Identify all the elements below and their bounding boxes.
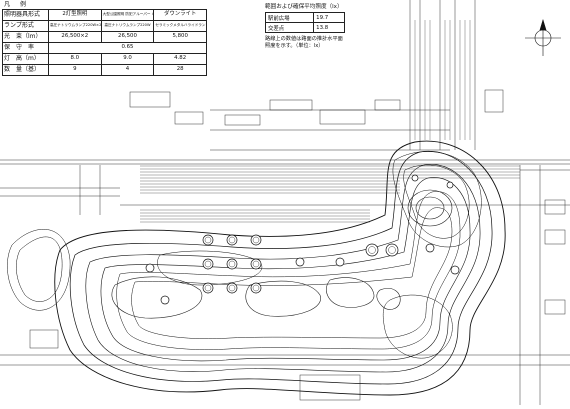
legend-row-quantity: 数 量（基） 9 4 28 (2, 64, 207, 76)
north-arrow-icon (525, 18, 561, 56)
legend-cell: 9 (48, 64, 102, 76)
legend-cell: ダウンライト (153, 9, 207, 21)
legend-cell: 4 (100, 64, 155, 76)
lighting-legend: 凡 例 照明器具形式 2灯型照明 大型公園照明 防犯アルーパー ハーネイト ダウ… (2, 2, 207, 76)
legend-cell: 高圧ナトリウムランプ220W (100, 20, 155, 32)
illuminance-row: 交差点 13.8 (264, 22, 345, 33)
legend-cell: 26,500 (100, 31, 155, 43)
legend-cell: 9.0 (100, 53, 155, 65)
legend-cell: 5,800 (153, 31, 207, 43)
illuminance-table: 駅前広場 19.7 交差点 13.8 (264, 12, 345, 33)
illuminance-title: 範囲および確保平均照度（lx） (265, 4, 343, 10)
isolux-contours (7, 140, 506, 396)
legend-row-label: ランプ形式 (2, 20, 49, 32)
legend-row-fixture-type: 照明器具形式 2灯型照明 大型公園照明 防犯アルーパー ハーネイト ダウンライト (2, 9, 207, 21)
legend-row-lamp-type: ランプ形式 高圧ナトリウムランプ220W×2 高圧ナトリウムランプ220W セラ… (2, 20, 207, 32)
legend-cell: 高圧ナトリウムランプ220W×2 (48, 20, 102, 32)
legend-title: 凡 例 (4, 1, 29, 8)
legend-table: 照明器具形式 2灯型照明 大型公園照明 防犯アルーパー ハーネイト ダウンライト… (2, 9, 207, 76)
legend-cell: 0.65 (48, 42, 207, 54)
illuminance-note-line: 照度を示す。（単位：lx） (265, 43, 324, 50)
plaza-islands (111, 189, 453, 319)
illuminance-label: 交差点 (264, 22, 315, 33)
legend-row-maintenance-factor: 保 守 率 0.65 (2, 42, 207, 54)
legend-row-label: 光 束（lm） (2, 31, 49, 43)
legend-cell: セラミックメタルハライドランプ70W (153, 20, 207, 32)
illuminance-value: 13.8 (313, 22, 345, 33)
illuminance-summary: 範囲および確保平均照度（lx） 駅前広場 19.7 交差点 13.8 路線上の数… (264, 2, 385, 50)
legend-cell: 2灯型照明 (48, 9, 102, 21)
legend-row-label: 数 量（基） (2, 64, 49, 76)
illuminance-row: 駅前広場 19.7 (264, 12, 345, 23)
legend-row-label: 保 守 率 (2, 42, 49, 54)
legend-cell: 大型公園照明 防犯アルーパー ハーネイト (100, 9, 155, 21)
illuminance-value: 19.7 (313, 12, 345, 23)
legend-row-label: 照明器具形式 (2, 9, 49, 21)
legend-row-pole-height: 灯 高（m） 8.0 9.0 4.82 (2, 53, 207, 65)
light-pole-rings (204, 236, 396, 292)
illuminance-note-line: 路線上の数値は路面の推計水平面 (265, 36, 343, 42)
legend-row-luminous-flux: 光 束（lm） 26,500×2 26,500 5,800 (2, 31, 207, 43)
illuminance-note: 路線上の数値は路面の推計水平面 照度を示す。（単位：lx） (265, 36, 385, 50)
building-hatch (140, 20, 520, 223)
illuminance-label: 駅前広場 (264, 12, 315, 23)
legend-row-label: 灯 高（m） (2, 53, 49, 65)
legend-cell: 28 (153, 64, 207, 76)
legend-cell: 4.82 (153, 53, 207, 65)
legend-cell: 8.0 (48, 53, 102, 65)
legend-cell: 26,500×2 (48, 31, 102, 43)
light-poles (145, 174, 460, 305)
